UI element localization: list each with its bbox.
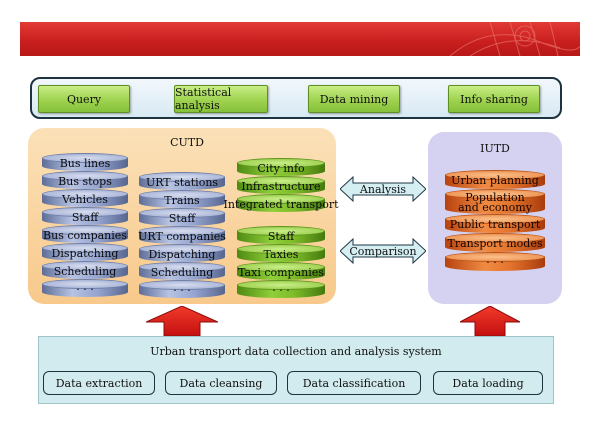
disk-label: Scheduling [150, 265, 214, 279]
analysis-label: Analysis [359, 182, 407, 196]
stack-disk: Urban planning [445, 170, 545, 189]
stack-disk: City info [237, 158, 325, 176]
comparison-label: Comparison [349, 244, 417, 258]
stack-disk: Bus stops [42, 171, 128, 189]
disk-label: Dispatching [148, 247, 216, 261]
disk-label: Bus stops [58, 174, 112, 188]
banner-decoration [449, 22, 580, 56]
stack-disk: Transport modes [445, 233, 545, 252]
disk-label: · · · [173, 283, 191, 297]
city-data-stack: City info Infrastructure Integrated tran… [223, 158, 339, 212]
disk-label: Staff [71, 210, 99, 224]
stack-disk: Staff [42, 207, 128, 225]
disk-label: Scheduling [53, 264, 117, 278]
disk-label: Vehicles [62, 192, 108, 206]
stack-disk: · · · [237, 280, 325, 298]
data-loading-button[interactable]: Data loading [433, 371, 543, 395]
data-classification-button[interactable]: Data classification [287, 371, 421, 395]
stack-disk: Dispatching [42, 243, 128, 261]
comparison-double-arrow [340, 238, 426, 264]
bus-data-stack: Bus lines Bus stops Vehicles Staff Bus c… [42, 153, 128, 297]
stack-disk: Dispatching [139, 244, 225, 262]
function-bar: Query Statistical analysis Data mining I… [30, 77, 562, 119]
disk-label: URT companies [138, 229, 226, 243]
iutd-title: IUTD [480, 142, 510, 155]
disk-label: Dispatching [51, 246, 119, 260]
stack-disk: Taxies [237, 244, 325, 262]
stack-disk: Staff [237, 226, 325, 244]
disk-label: Infrastructure [241, 179, 321, 193]
disk-label: · · · [272, 283, 290, 297]
cutd-up-arrow [146, 306, 218, 336]
query-button[interactable]: Query [38, 85, 130, 113]
stack-disk: Staff [139, 208, 225, 226]
disk-label: Staff [168, 211, 196, 225]
disk-label: · · · [76, 282, 94, 296]
collection-analysis-system: Urban transport data collection and anal… [38, 336, 554, 404]
statistical-analysis-button[interactable]: Statistical analysis [174, 85, 268, 113]
stack-disk: · · · [445, 252, 545, 271]
disk-label: URT stations [145, 175, 219, 189]
data-cleansing-button[interactable]: Data cleansing [165, 371, 277, 395]
stack-disk: Public transport [445, 214, 545, 233]
stack-disk: Bus companies [42, 225, 128, 243]
disk-label: Integrated transport [223, 197, 339, 211]
disk-label: Taxi companies [238, 265, 324, 279]
stack-disk: URT companies [138, 226, 226, 244]
disk-label: Taxies [263, 247, 299, 261]
stack-disk: · · · [42, 279, 128, 297]
stack-disk: Infrastructure [237, 176, 325, 194]
cutd-title: CUTD [170, 136, 204, 149]
disk-label: Staff [267, 229, 295, 243]
disk-label: Bus lines [59, 156, 111, 170]
disk-label: · · · [486, 256, 504, 269]
urt-data-stack: URT stations Trains Staff URT companies … [138, 172, 226, 298]
stack-disk: Integrated transport [223, 194, 339, 212]
stack-disk: Vehicles [42, 189, 128, 207]
disk-label: Population and economy [458, 191, 532, 214]
disk-label: City info [257, 161, 305, 175]
disk-label: Transport modes [447, 237, 543, 250]
stack-disk: · · · [139, 280, 225, 298]
iutd-up-arrow [460, 306, 520, 336]
stack-disk: Scheduling [42, 261, 128, 279]
iutd-data-stack: Urban planning Population and economy Pu… [445, 170, 545, 271]
stack-disk: Scheduling [139, 262, 225, 280]
system-title: Urban transport data collection and anal… [150, 345, 442, 358]
data-mining-button[interactable]: Data mining [308, 85, 400, 113]
stack-disk: URT stations [139, 172, 225, 190]
disk-label: Urban planning [451, 174, 539, 187]
disk-label: Trains [164, 193, 200, 207]
header-banner [20, 22, 580, 56]
info-sharing-button[interactable]: Info sharing [448, 85, 540, 113]
stack-disk: Taxi companies [237, 262, 325, 280]
disk-label: Bus companies [43, 228, 127, 242]
analysis-double-arrow [340, 176, 426, 202]
stack-disk: Bus lines [42, 153, 128, 171]
taxi-data-stack: Staff Taxies Taxi companies · · · [237, 226, 325, 298]
disk-label: Public transport [449, 218, 541, 231]
data-extraction-button[interactable]: Data extraction [43, 371, 155, 395]
stack-disk: Trains [139, 190, 225, 208]
stack-disk: Population and economy [445, 189, 545, 214]
